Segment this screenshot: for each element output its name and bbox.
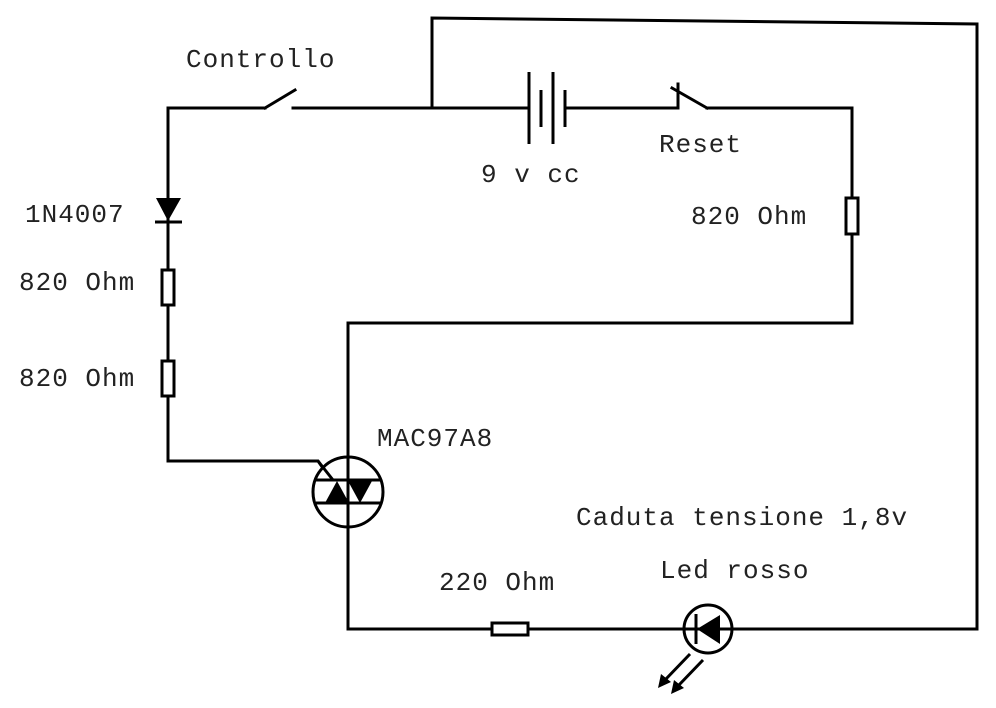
light-emission-arrows [658, 652, 705, 694]
led-symbol [658, 603, 734, 694]
label-switch-control: Controllo [186, 45, 335, 75]
label-switch-reset: Reset [659, 130, 742, 160]
label-voltage-drop: Caduta tensione 1,8v [576, 503, 908, 533]
wires [166, 16, 979, 631]
resistor-right-symbol [844, 196, 860, 236]
label-resistor-left-bottom: 820 Ohm [19, 364, 135, 394]
label-battery: 9 v cc [481, 160, 581, 190]
wire-right-middle [346, 232, 854, 457]
diode-symbol [155, 198, 182, 224]
resistor-left-bottom-symbol [160, 359, 176, 398]
label-triac: MAC97A8 [377, 424, 493, 454]
label-diode: 1N4007 [25, 200, 125, 230]
label-resistor-bottom: 220 Ohm [439, 568, 555, 598]
resistor-left-top-symbol [160, 268, 176, 307]
triac-symbol [311, 455, 385, 529]
label-resistor-left-top: 820 Ohm [19, 268, 135, 298]
switch-reset-blade [669, 85, 710, 111]
label-resistor-right: 820 Ohm [691, 202, 807, 232]
wire-left-gate [166, 394, 333, 481]
wire-battery-reset [564, 82, 680, 110]
switch-control-blade [262, 87, 298, 111]
resistor-bottom-symbol [490, 621, 530, 637]
wire-left-top [166, 106, 267, 224]
battery-symbol [527, 72, 567, 144]
wire-bottom [346, 523, 494, 631]
wire-top-loop [430, 16, 979, 631]
label-led: Led rosso [660, 556, 809, 586]
wire-reset-right [705, 106, 854, 200]
